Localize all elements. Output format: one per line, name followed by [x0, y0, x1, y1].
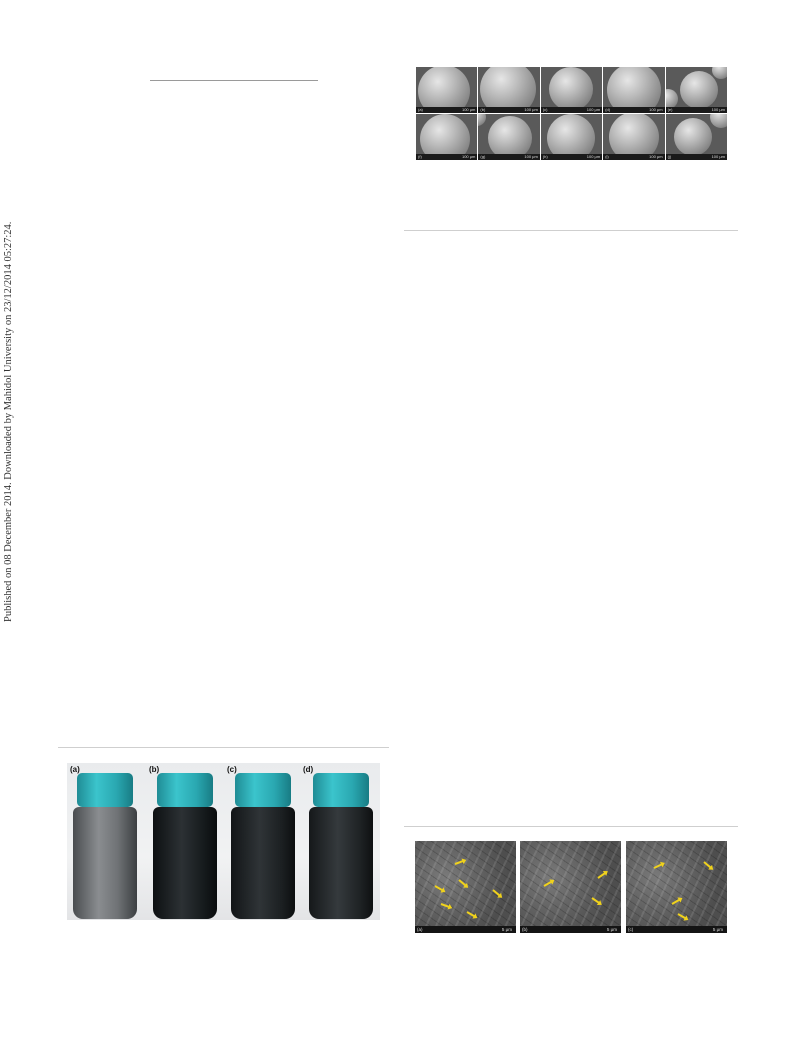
- panel-tag: (d): [605, 107, 611, 112]
- sem-panel: (g) 100 μm: [478, 114, 540, 160]
- scale-label: 100 μm: [524, 154, 538, 159]
- sem-fracture-panel-b: (b) 5 μm: [520, 841, 621, 933]
- scale-label: 100 μm: [524, 107, 538, 112]
- panel-tag: (i): [605, 154, 609, 159]
- vial-cap: [235, 773, 291, 807]
- sem-panel: (f) 100 μm: [416, 114, 478, 160]
- sem-panel: (b) 100 μm: [478, 67, 540, 113]
- scale-label: 5 μm: [606, 927, 617, 932]
- vial-cap: [313, 773, 369, 807]
- vial-cap: [77, 773, 133, 807]
- sem-panel: (h) 100 μm: [540, 114, 603, 160]
- sem-panel: (j) 100 μm: [665, 114, 727, 160]
- scale-label: 100 μm: [586, 154, 601, 159]
- panel-tag: (g): [480, 154, 486, 159]
- scale-label: 100 μm: [649, 107, 663, 112]
- sem-fracture-panel-c: (c) 5 μm: [626, 841, 727, 933]
- scale-label: 100 μm: [461, 154, 476, 159]
- vials-photo: (a) (b) (c) (d): [67, 763, 380, 920]
- sem-panel: (e) 100 μm: [665, 67, 727, 113]
- panel-tag: (j): [667, 154, 672, 159]
- vial-label: (a): [70, 765, 80, 774]
- sem-panel: (i) 100 μm: [603, 114, 665, 160]
- panel-tag: (h): [542, 154, 548, 159]
- scale-label: 100 μm: [461, 107, 476, 112]
- right-column-rule: [404, 230, 738, 231]
- scale-label: 5 μm: [501, 927, 512, 932]
- panel-tag: (b): [522, 927, 528, 932]
- vial-body: [309, 807, 373, 919]
- vial-cap: [157, 773, 213, 807]
- scale-label: 5 μm: [712, 927, 723, 932]
- vial-body: [73, 807, 137, 919]
- panel-tag: (a): [418, 107, 423, 112]
- vial-body: [231, 807, 295, 919]
- scale-label: 100 μm: [586, 107, 601, 112]
- panel-tag: (e): [667, 107, 673, 112]
- sem-panel: (a) 100 μm: [416, 67, 478, 113]
- panel-tag: (c): [628, 927, 634, 932]
- panel-tag: (a): [417, 927, 423, 932]
- sem-spheres-figure: (a)100 μm (b)100 μm (c)100 μm (d)100 μm …: [416, 67, 727, 160]
- top-left-rule: [150, 80, 318, 81]
- scale-label: 100 μm: [711, 107, 725, 112]
- sem-panel: (d) 100 μm: [603, 67, 665, 113]
- panel-tag: (c): [542, 107, 548, 112]
- vial-label: (c): [227, 765, 237, 774]
- publication-side-note: Published on 08 December 2014. Downloade…: [3, 221, 14, 622]
- scale-label: 100 μm: [711, 154, 725, 159]
- vial-label: (b): [149, 765, 160, 774]
- vial-label: (d): [303, 765, 314, 774]
- sem-fracture-panel-a: (a) 5 μm: [415, 841, 516, 933]
- scale-label: 100 μm: [649, 154, 663, 159]
- sem-panel: (c) 100 μm: [540, 67, 603, 113]
- panel-tag: (b): [480, 107, 486, 112]
- right-column-bottom-rule: [404, 826, 738, 827]
- left-column-bottom-rule: [58, 747, 389, 748]
- vial-body: [153, 807, 217, 919]
- panel-tag: (f): [418, 154, 422, 159]
